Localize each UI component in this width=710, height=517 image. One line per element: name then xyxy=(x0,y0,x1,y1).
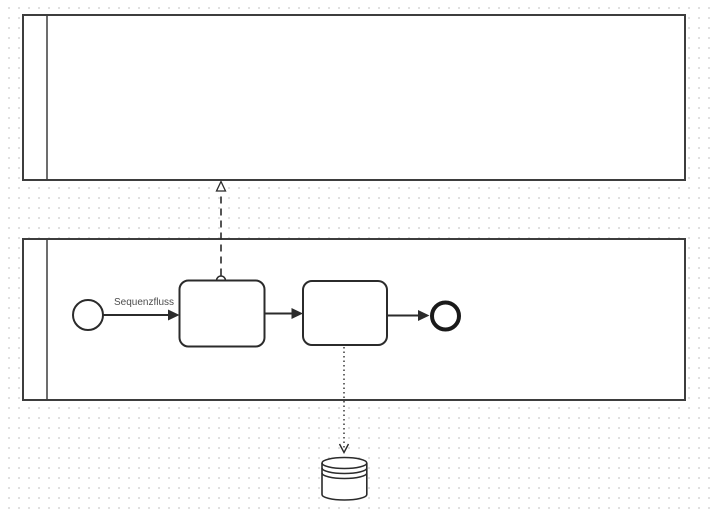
task-2[interactable] xyxy=(302,280,388,346)
start-event-circle[interactable] xyxy=(72,299,104,331)
sequence-flow-3[interactable] xyxy=(387,310,430,321)
sequence-flow-2-arrowhead-icon xyxy=(291,308,303,319)
data-store-arc-1 xyxy=(321,462,368,470)
pool-top-body[interactable] xyxy=(22,14,686,181)
data-association[interactable] xyxy=(338,347,350,454)
end-event[interactable] xyxy=(430,300,461,332)
task-1-body[interactable] xyxy=(178,279,266,348)
sequence-flow-1[interactable]: Sequenzfluss xyxy=(103,297,180,321)
end-event-circle[interactable] xyxy=(430,300,461,332)
task-2-body[interactable] xyxy=(302,280,388,346)
pool-top[interactable] xyxy=(22,14,686,181)
message-flow-open-arrowhead-icon xyxy=(215,179,227,192)
sequence-flow-2[interactable] xyxy=(264,308,304,319)
data-store[interactable] xyxy=(321,456,368,501)
sequence-flow-1-arrowhead-icon xyxy=(168,309,180,321)
task-1[interactable] xyxy=(178,279,266,348)
data-store-arc-3 xyxy=(321,472,368,480)
start-event[interactable] xyxy=(72,299,104,331)
sequence-flow-3-arrowhead-icon xyxy=(418,310,430,321)
data-store-arc-2 xyxy=(321,467,368,475)
sequence-flow-label: Sequenzfluss xyxy=(114,297,174,308)
data-association-arrowhead-icon xyxy=(338,443,350,454)
